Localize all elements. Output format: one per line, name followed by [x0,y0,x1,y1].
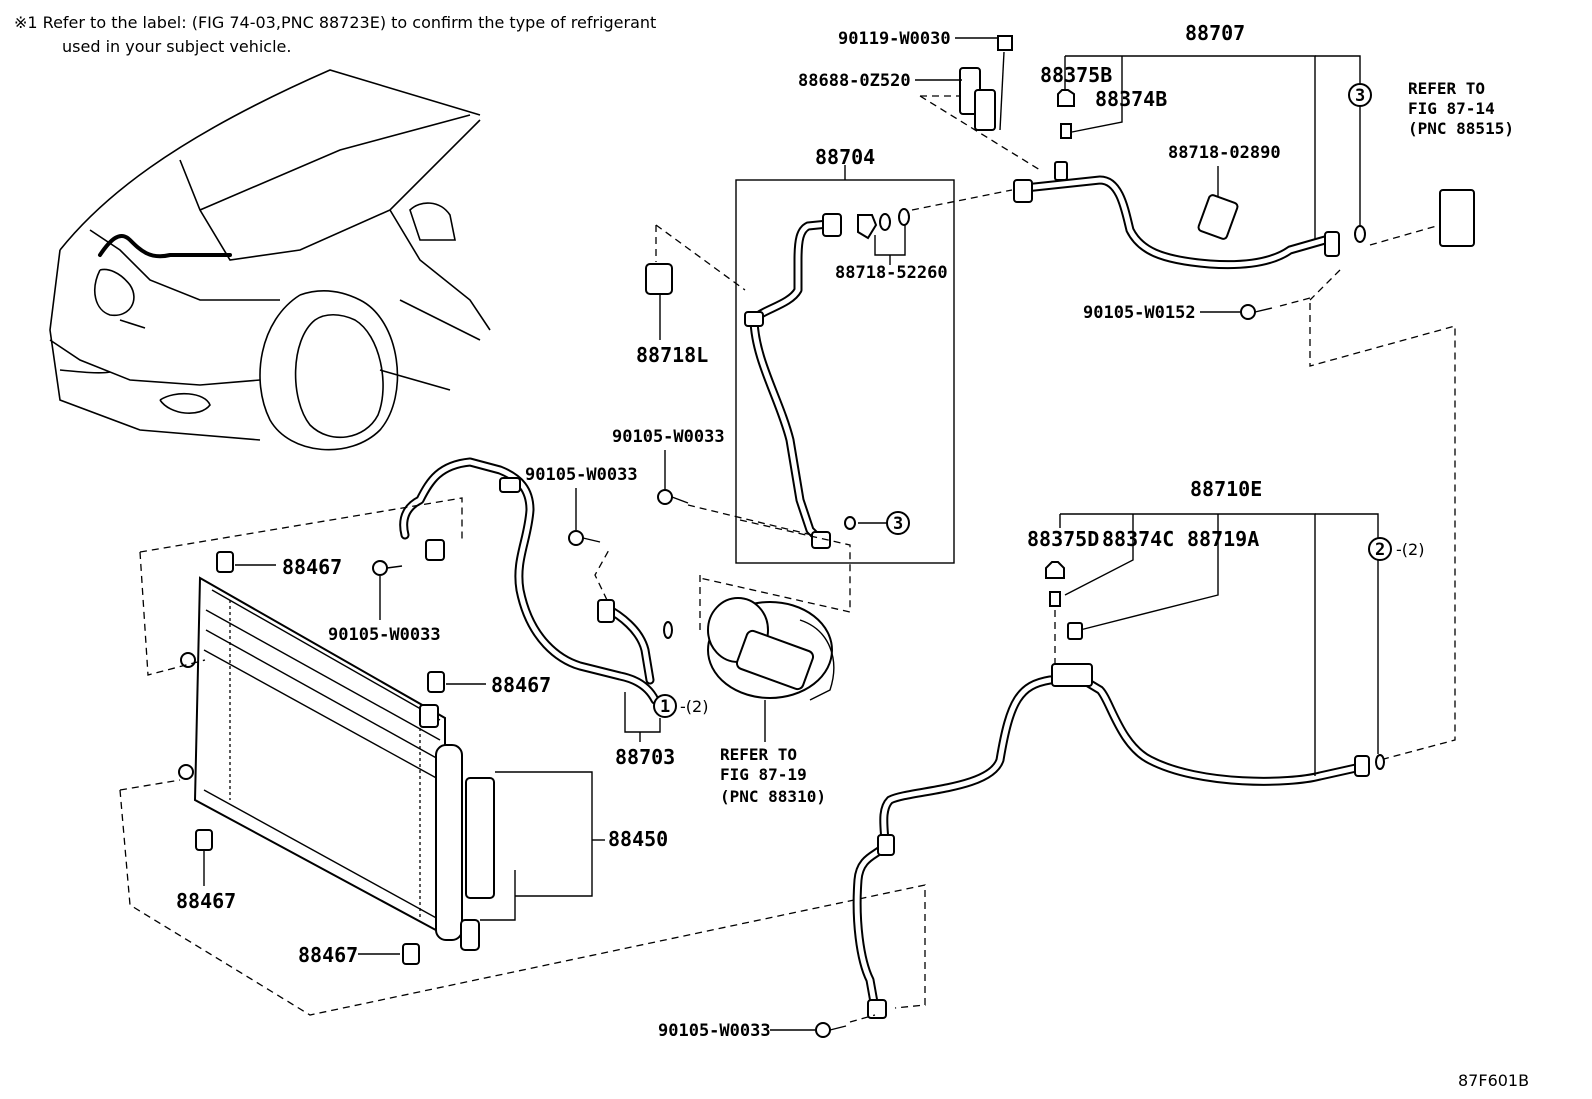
label-88707: 88707 [1185,21,1245,45]
ref-fig-87-14-line1: REFER TO [1408,79,1485,98]
figure-code: 87F601B [1458,1071,1529,1090]
label-88704: 88704 [815,145,875,169]
label-88375d: 88375D [1027,527,1099,551]
label-90105-w0033-bottom: 90105-W0033 [658,1021,771,1041]
circle-1-qty: -(2) [680,697,708,716]
label-88718-52260: 88718-52260 [835,263,948,283]
tube-88710e [852,663,1385,1019]
label-88374b: 88374B [1095,87,1167,111]
label-88467-bottom: 88467 [298,943,358,967]
circle-2-number: 2 [1375,540,1385,560]
label-88374c: 88374C [1102,527,1174,551]
circle-3-top [1348,83,1372,107]
circle-3-bottom [886,511,910,535]
circle-1 [653,694,677,718]
expansion-valve [1439,189,1475,247]
compressor [699,575,835,701]
label-88450: 88450 [608,827,668,851]
ref-fig-87-14-line2: FIG 87-14 [1408,99,1495,118]
label-88703: 88703 [615,745,675,769]
ref-fig-87-14-line3: (PNC 88515) [1408,119,1514,138]
circle-3-top-number: 3 [1355,86,1365,106]
label-88719a: 88719A [1187,527,1259,551]
hose-88703 [399,457,673,705]
circle-3-bottom-number: 3 [893,514,903,534]
tube-88707 [1013,161,1366,270]
label-88718-02890: 88718-02890 [1168,143,1281,163]
note-line-2: used in your subject vehicle. [62,37,291,56]
circle-2 [1368,537,1392,561]
label-90119-w0030: 90119-W0030 [838,29,951,49]
label-88375b: 88375B [1040,63,1112,87]
vehicle-illustration [49,69,491,451]
label-88718l: 88718L [636,343,708,367]
note-line-1: ※1 Refer to the label: (FIG 74-03,PNC 88… [14,13,656,32]
hose-88704 [744,208,910,549]
label-90105-w0033-hose: 90105-W0033 [525,465,638,485]
label-88710e: 88710E [1190,477,1262,501]
circle-2-qty: -(2) [1396,540,1424,559]
ref-fig-87-19-line1: REFER TO [720,745,797,764]
label-88467-bottom-left: 88467 [176,889,236,913]
ref-fig-87-19-line3: (PNC 88310) [720,787,826,806]
label-88688-0z520: 88688-0Z520 [798,71,911,91]
label-88467-right: 88467 [491,673,551,697]
bracket-88688 [919,35,1041,171]
label-90105-w0033-left: 90105-W0033 [328,625,441,645]
condenser-88450 [178,576,495,951]
circle-1-number: 1 [660,697,670,717]
clip-88718l [645,263,673,295]
label-90105-w0152: 90105-W0152 [1083,303,1196,323]
label-88467-top: 88467 [282,555,342,579]
ref-fig-87-19-line2: FIG 87-19 [720,765,807,784]
label-90105-w0033-center: 90105-W0033 [612,427,725,447]
